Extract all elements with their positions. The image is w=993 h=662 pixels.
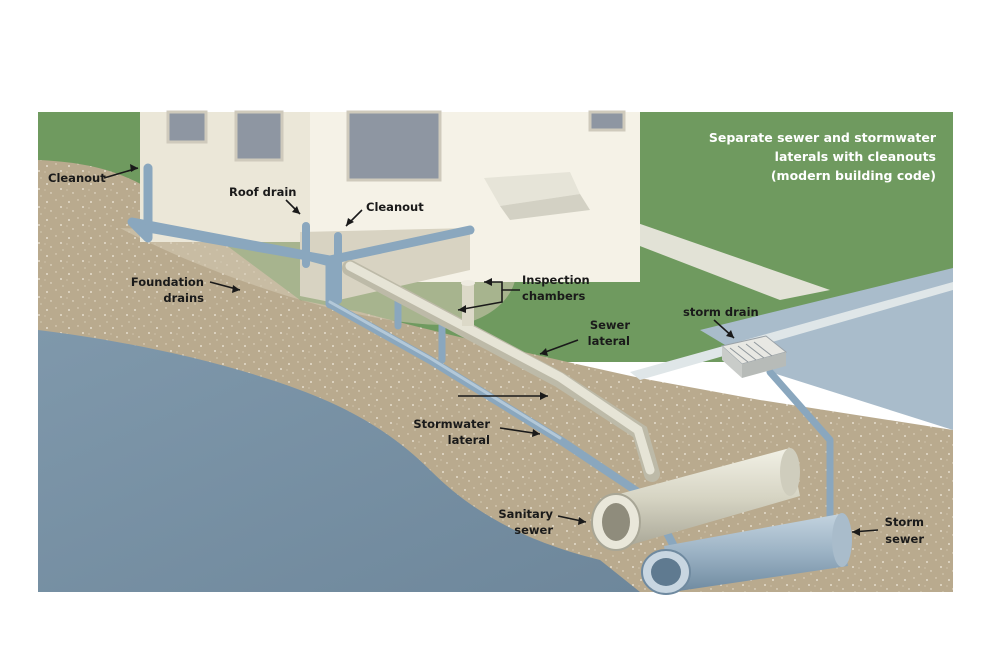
window xyxy=(588,110,626,132)
curb xyxy=(630,282,953,380)
label-storm-sewer-1: Storm xyxy=(885,515,924,529)
sewer-lateral-pipe xyxy=(342,260,660,482)
window xyxy=(346,110,442,182)
sanitary-sewer-main xyxy=(591,448,800,551)
label-sanitary-sewer-2: sewer xyxy=(514,523,553,537)
storm-sewer-main xyxy=(641,513,852,595)
label-stormwater-lateral-1: Stormwater xyxy=(413,417,490,431)
label-cleanout-left: Cleanout xyxy=(48,171,106,185)
label-stormwater-lateral-2: lateral xyxy=(448,433,490,447)
window xyxy=(234,110,284,162)
front-steps xyxy=(484,172,580,206)
label-foundation-drains-2: drains xyxy=(163,291,204,305)
title-line-1: Separate sewer and stormwater xyxy=(709,130,937,145)
label-storm-sewer-2: sewer xyxy=(885,532,924,546)
label-cleanout-right: Cleanout xyxy=(366,200,424,214)
road xyxy=(700,268,953,430)
title-line-2: laterals with cleanouts xyxy=(775,149,936,164)
label-sewer-lateral-1: Sewer xyxy=(590,318,631,332)
label-sewer-lateral-2: lateral xyxy=(588,334,630,348)
label-inspection-chambers-1: Inspection xyxy=(522,273,590,287)
underground-area xyxy=(38,330,640,592)
label-foundation-drains-1: Foundation xyxy=(131,275,204,289)
window xyxy=(166,110,208,144)
labels: Separate sewer and stormwater laterals w… xyxy=(48,130,937,546)
label-storm-drain: storm drain xyxy=(683,305,759,319)
leader-lines xyxy=(103,164,879,536)
storm-drain-grate xyxy=(720,335,788,378)
title-line-3: (modern building code) xyxy=(771,168,936,183)
label-roof-drain: Roof drain xyxy=(229,185,296,199)
label-sanitary-sewer-1: Sanitary xyxy=(498,507,553,521)
label-inspection-chambers-2: chambers xyxy=(522,289,585,303)
